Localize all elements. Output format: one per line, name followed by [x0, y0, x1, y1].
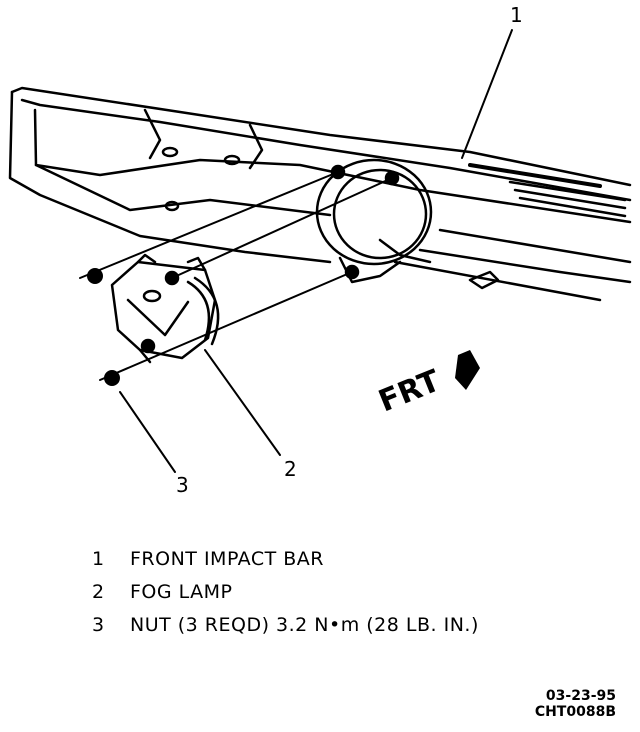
callout-leaders: [119, 29, 513, 473]
figure-footer: 03-23-95 CHT0088B: [535, 688, 616, 720]
legend-text: FOG LAMP: [130, 581, 233, 603]
callout-3: 3: [176, 473, 189, 497]
parts-legend: 1 FRONT IMPACT BAR 2 FOG LAMP 3 NUT (3 R…: [92, 548, 479, 647]
legend-item: 1 FRONT IMPACT BAR: [92, 548, 479, 581]
lamp-mounting-opening: [315, 158, 433, 284]
legend-number: 3: [92, 614, 105, 636]
callout-1: 1: [510, 3, 523, 27]
figure-code: CHT0088B: [534, 704, 616, 720]
legend-text: FRONT IMPACT BAR: [130, 548, 324, 570]
legend-number: 1: [92, 548, 105, 570]
legend-text: NUT (3 REQD) 3.2 N•m (28 LB. IN.): [130, 614, 479, 636]
front-impact-bar: [8, 86, 632, 302]
figure-date: 03-23-95: [545, 688, 616, 704]
legend-item: 3 NUT (3 REQD) 3.2 N•m (28 LB. IN.): [92, 614, 479, 647]
legend-item: 2 FOG LAMP: [92, 581, 479, 614]
callout-2: 2: [284, 457, 297, 481]
front-direction-label: FRT: [374, 363, 446, 419]
nut-fasteners: [79, 171, 393, 386]
fog-lamp: [110, 253, 220, 364]
front-direction-arrow: [455, 350, 480, 390]
legend-number: 2: [92, 581, 105, 603]
fog-lamp-installation-diagram: 1 2 3 FRT: [8, 3, 632, 497]
